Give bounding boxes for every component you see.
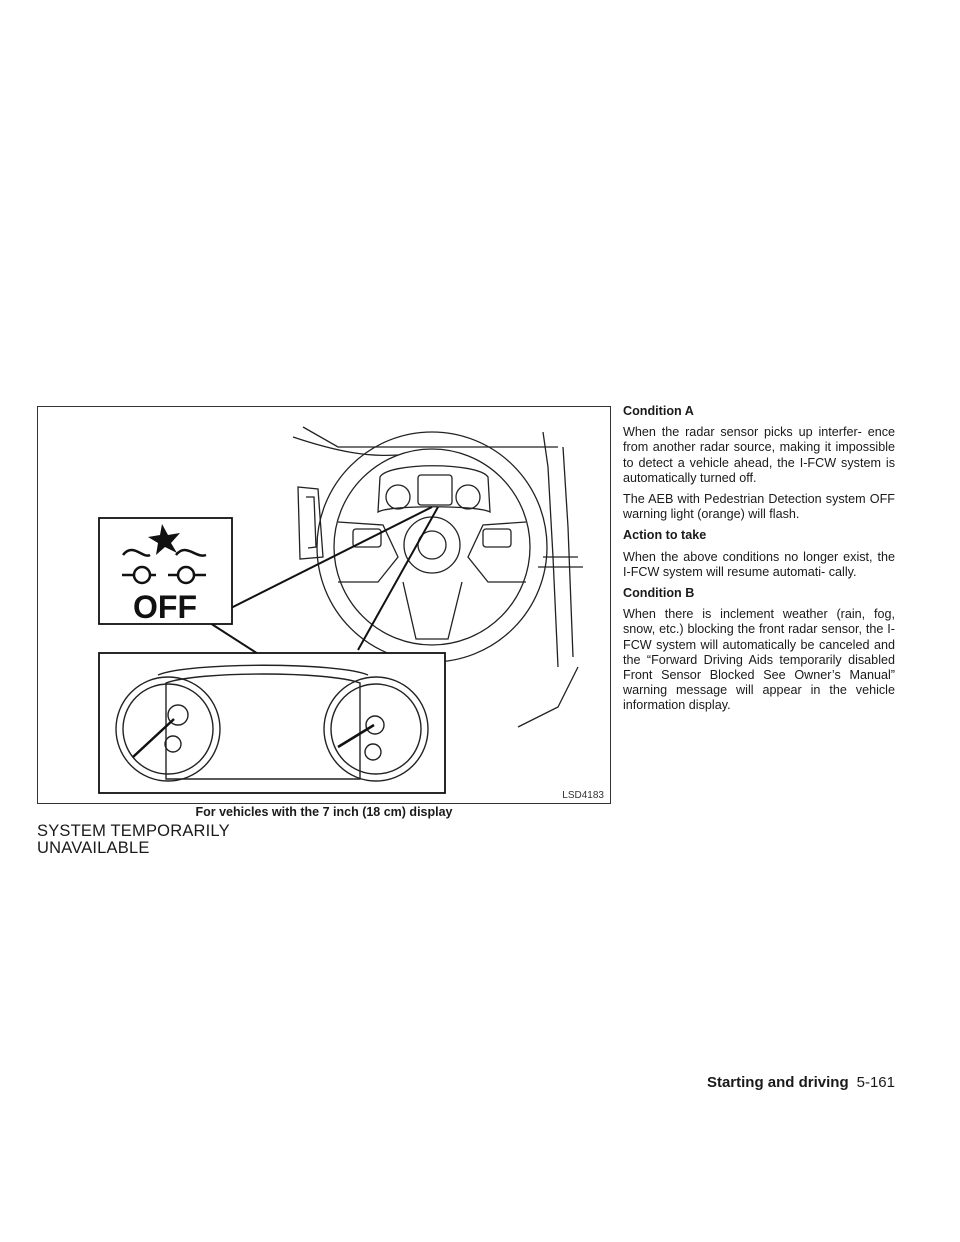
condition-a-paragraph-2: The AEB with Pedestrian Detection system… [623, 492, 895, 522]
section-heading-line1: SYSTEM TEMPORARILY [37, 822, 230, 840]
section-heading: SYSTEM TEMPORARILY UNAVAILABLE [37, 823, 230, 857]
action-heading: Action to take [623, 528, 707, 543]
footer-section-title: Starting and driving [706, 1074, 849, 1091]
condition-a-paragraph-1: When the radar sensor picks up interfer-… [623, 425, 895, 485]
condition-b-paragraph: When there is inclement weather (rain, f… [623, 607, 895, 713]
page-number: 5-161 [856, 1074, 895, 1091]
page-footer: Starting and driving 5-161 [707, 1074, 895, 1091]
dashboard-illustration: OFF LSD4183 [37, 406, 611, 804]
body-text-column: Condition A When the radar sensor picks … [623, 404, 895, 720]
condition-a-heading: Condition A [623, 404, 694, 418]
figure-caption: For vehicles with the 7 inch (18 cm) dis… [195, 805, 453, 819]
warning-icon-label: OFF [133, 589, 197, 625]
condition-b-heading: Condition B [623, 586, 695, 601]
section-heading-line2: UNAVAILABLE [37, 839, 150, 857]
figure-code: LSD4183 [562, 790, 604, 801]
dashboard-drawing: OFF [98, 426, 583, 794]
aeb-warning-icon [122, 548, 207, 585]
action-paragraph: When the above conditions no longer exis… [623, 549, 895, 579]
